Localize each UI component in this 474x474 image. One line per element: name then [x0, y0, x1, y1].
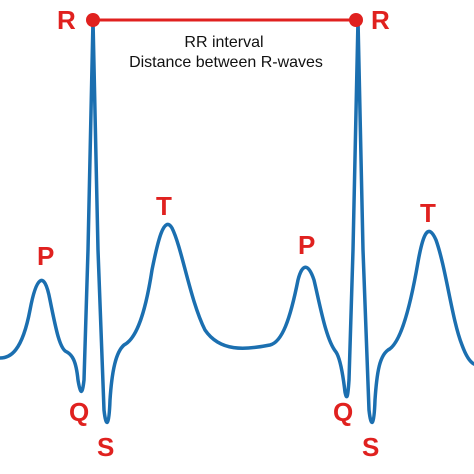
- label-s-left: S: [97, 432, 114, 462]
- caption-rr-interval: RR interval: [184, 34, 263, 51]
- label-r-left: R: [57, 5, 76, 35]
- label-t-left: T: [156, 191, 172, 221]
- r-marker-right: [349, 13, 363, 27]
- caption-distance: Distance between R-waves: [129, 54, 323, 71]
- ecg-trace: [0, 18, 474, 424]
- r-marker-left: [86, 13, 100, 27]
- label-q-right: Q: [333, 397, 353, 427]
- label-t-right: T: [420, 198, 436, 228]
- label-r-right: R: [371, 5, 390, 35]
- label-s-right: S: [362, 432, 379, 462]
- label-q-left: Q: [69, 397, 89, 427]
- label-p-left: P: [37, 241, 54, 271]
- label-p-right: P: [298, 230, 315, 260]
